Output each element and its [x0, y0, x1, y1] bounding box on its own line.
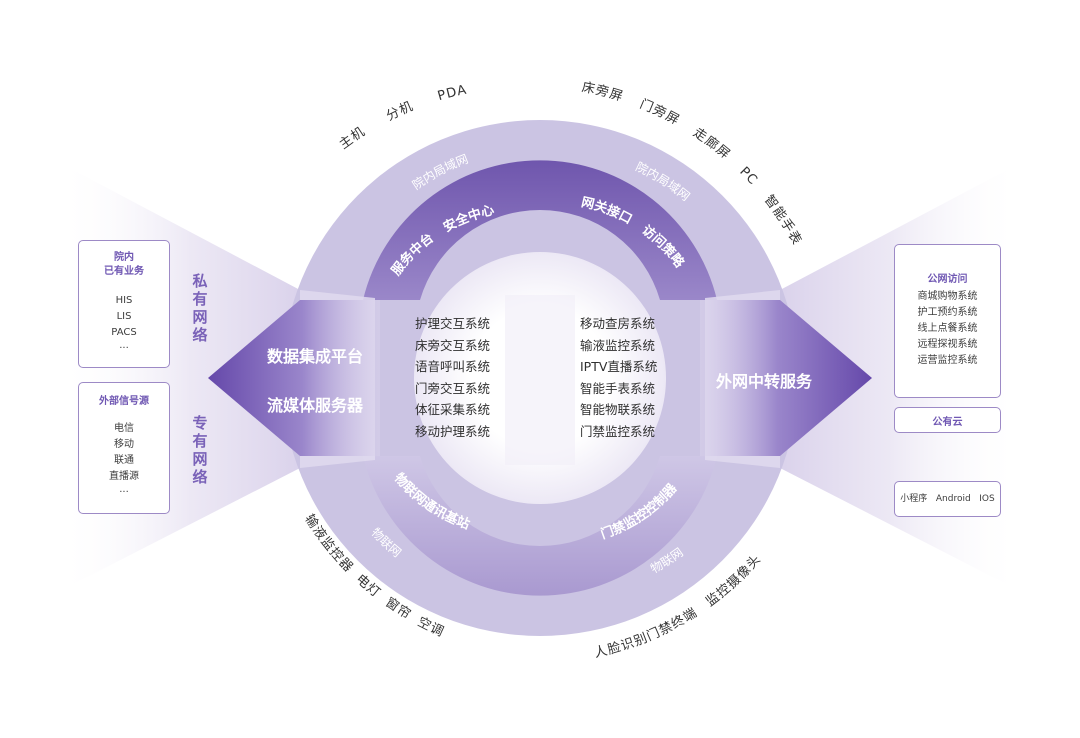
internal-business-box: 院内 已有业务 HIS LIS PACS ··· [78, 240, 170, 368]
curved-label: 分机 [384, 99, 416, 124]
list-item: ··· [119, 343, 129, 354]
system-item: 体征采集系统 [415, 402, 491, 418]
center-right-systems: 移动查房系统 输液监控系统 IPTV直播系统 智能手表系统 智能物联系统 门禁监… [580, 313, 690, 443]
external-source-box: 外部信号源 电信 移动 联通 直播源 ··· [78, 382, 170, 514]
curved-label: 主机 [337, 124, 369, 152]
public-access-box: 公网访问 商城购物系统 护工预约系统 线上点餐系统 远程探视系统 运营监控系统 [894, 244, 1001, 398]
list-item: HIS [115, 295, 133, 306]
curved-label: 走廊屏 [690, 125, 733, 162]
system-item: IPTV直播系统 [580, 359, 658, 375]
system-item: 移动查房系统 [580, 316, 656, 331]
right-arrow [700, 300, 872, 456]
list-item: LIS [116, 311, 132, 322]
curved-label: 床旁屏 [580, 80, 625, 105]
curved-label: 门旁屏 [637, 97, 682, 129]
system-item: 移动护理系统 [415, 423, 491, 439]
system-item: 门禁监控系统 [580, 423, 656, 439]
left-arrow [208, 300, 380, 456]
list-item: 电信 [114, 423, 134, 434]
list-item: 直播源 [109, 471, 139, 482]
internal-business-title-2: 已有业务 [104, 266, 144, 277]
curved-label: 智能手表 [761, 193, 804, 248]
list-item: 远程探视系统 [917, 339, 978, 350]
curved-label: PC [736, 164, 760, 188]
list-item: PACS [111, 327, 137, 338]
system-item: 门旁交互系统 [415, 380, 491, 396]
public-cloud-box: 公有云 [894, 407, 1001, 433]
list-item: 商城购物系统 [917, 291, 978, 302]
external-source-title: 外部信号源 [99, 396, 149, 407]
list-item: 线上点餐系统 [917, 323, 978, 334]
inner-ring-bottom [363, 456, 717, 596]
public-cloud-label: 公有云 [932, 417, 963, 428]
system-item: 床旁交互系统 [415, 337, 491, 353]
list-item: 移动 [114, 439, 134, 450]
system-item: 输液监控系统 [580, 337, 656, 353]
system-item: 智能手表系统 [580, 380, 656, 396]
internal-business-title: 院内 [114, 252, 134, 263]
curved-label: PDA [436, 83, 469, 105]
private-network-label: 私 有 网 络 [192, 272, 208, 344]
list-item: 联通 [114, 455, 134, 466]
platforms-box: 小程序 Android IOS [894, 481, 1001, 517]
list-item: 护工预约系统 [917, 307, 978, 318]
public-access-title: 公网访问 [927, 274, 968, 285]
system-item: 护理交互系统 [415, 316, 491, 331]
dedicated-network-label: 专 有 网 络 [192, 414, 208, 486]
system-item: 智能物联系统 [580, 402, 656, 418]
inner-ring-top [363, 160, 717, 300]
curved-label: 空调 [415, 615, 447, 641]
list-item: 运营监控系统 [917, 355, 978, 366]
system-item: 语音呼叫系统 [415, 359, 491, 375]
left-arrow-line1: 数据集成平台 [267, 347, 364, 366]
left-arrow-line2: 流媒体服务器 [267, 396, 364, 415]
center-left-systems: 护理交互系统 床旁交互系统 语音呼叫系统 门旁交互系统 体征采集系统 移动护理系… [415, 313, 525, 443]
right-arrow-label: 外网中转服务 [716, 372, 813, 391]
list-item: ··· [119, 487, 129, 498]
center-divider [505, 295, 575, 465]
